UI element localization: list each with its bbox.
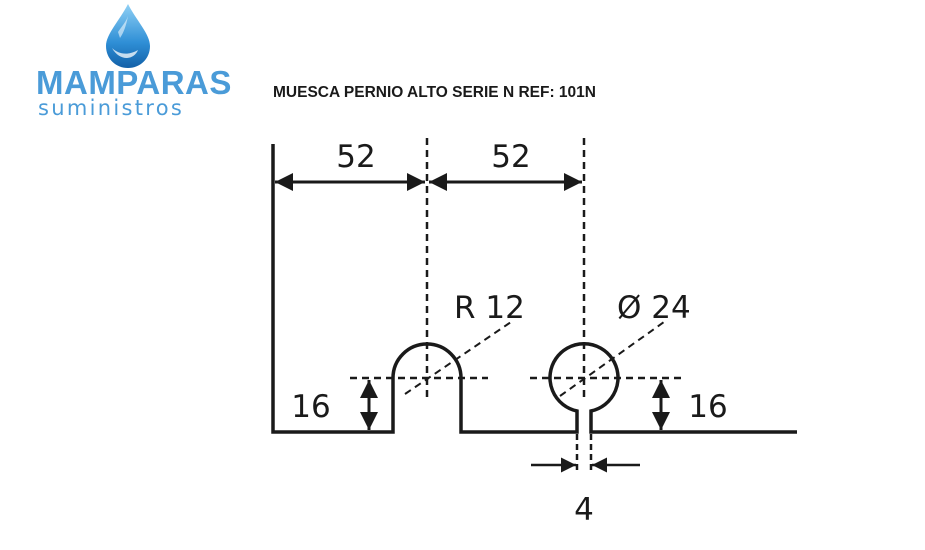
radius-leader [404,321,512,395]
dim-diameter: Ø 24 [617,290,691,326]
dim-depth-right: 16 [688,389,727,425]
dim-radius: R 12 [454,290,525,326]
dim-slot-width: 4 [574,492,594,528]
drawing-title: MUESCA PERNIO ALTO SERIE N REF: 101N [273,84,596,101]
dim-depth-left: 16 [291,389,330,425]
diameter-leader [559,321,665,397]
water-drop-icon [106,4,150,68]
dim-width-left: 52 [336,139,375,175]
brand-logo [30,0,240,130]
brand-name: MAMPARAS [36,64,232,101]
dim-width-right: 52 [491,139,530,175]
brand-tagline: suministros [38,96,185,120]
